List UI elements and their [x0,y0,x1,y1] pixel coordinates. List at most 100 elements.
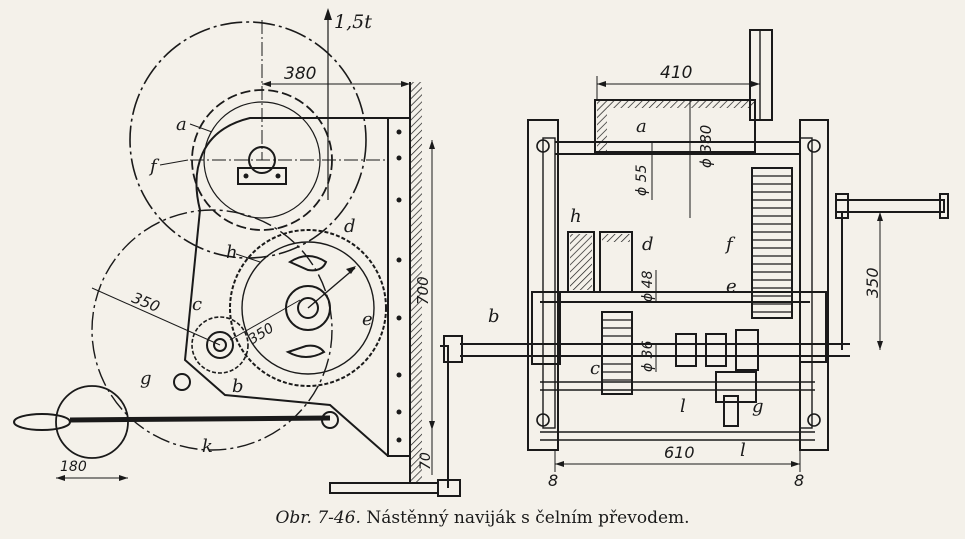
label-l-lower: l [740,440,746,461]
gear-f-body [751,167,793,319]
handle-grip [13,413,71,431]
leader-a [189,123,213,133]
lower-handle-bar [329,482,439,494]
dim-350-center [229,299,301,341]
drum-a-flange-top [597,100,755,108]
dim-phi380: ϕ 380 [697,125,715,168]
side-view: 1,5t 380 a f h d 350 c 350 e g b k 700 7… [13,8,461,497]
handle-k-bar [69,415,331,423]
pinion-c-outline [191,316,249,374]
label-c: c [192,294,202,315]
figure-number: Obr. 7-46. [275,508,361,528]
frame-bolts [536,139,821,427]
mounting-plate [387,117,411,457]
drum-a-flange-left [597,108,607,152]
dim-180-arrow-l [56,475,65,481]
plate-bolts [396,129,402,443]
label-h: h [226,242,238,263]
gear-d-outline [229,229,387,387]
dim-8-right: 8 [794,471,804,490]
frame-left-plate [527,119,559,451]
winch-drawing: 1,5t 380 a f h d 350 c 350 e g b k 700 7… [13,8,949,497]
lever-g-arm [723,395,739,427]
dim-700-arrow-b [429,421,435,430]
gear-f-outline [129,21,367,259]
bracket-hole-2 [275,173,281,179]
crank-sweep-circle [91,209,333,451]
frame-right-plate [799,119,829,451]
dim-8-left: 8 [548,471,558,490]
leader-h [235,253,261,263]
label-f: f [148,156,160,177]
dim-610: 610 [664,443,695,462]
pinion-c-bore [213,338,227,352]
side-frame [183,117,389,457]
crank-arm [440,345,449,488]
label-f-front: f [724,234,736,255]
figure-caption: Obr. 7-46. Nástěnný naviják s čelním pře… [0,508,965,528]
drum-bracket [237,167,287,185]
gear-d-inner [241,241,375,375]
ratchet-h-hatch [570,234,592,290]
gear-d-body [599,231,633,293]
dim-380: 380 [284,64,316,84]
pinion-c-hub [206,331,234,359]
dim-410-arrow-r [751,81,760,87]
dim-610-arrow-l [555,461,564,467]
inner-right-plate [799,137,813,429]
dim-380-arrow-r [401,81,410,87]
load-arrow [324,8,332,20]
label-e: e [362,309,373,330]
dim-350-b: 350 [246,320,277,348]
lever-g-pivot [173,373,191,391]
hub-2 [675,333,697,367]
dim-180: 180 [60,459,87,475]
dim-350-radial [91,287,221,346]
gear-d-bore [297,297,319,319]
label-k: k [202,436,213,457]
hub-1 [531,291,561,365]
dim-180-arrow-r [119,475,128,481]
caption-text: Nástěnný naviják s čelním převodem. [366,508,690,528]
label-b: b [232,376,244,397]
dim-arrow-d-head [346,266,356,274]
pinion-c-teeth [602,319,632,381]
label-c-front: c [590,358,600,379]
crank-hub-left [443,335,463,363]
label-e-front: e [726,276,737,297]
dim-610-arrow-r [791,461,800,467]
dim-phi55: ϕ 55 [634,164,650,196]
front-view: 410 a ϕ 380 ϕ 55 h d f ϕ 48 e b ϕ 36 c l… [443,29,949,490]
dim-70: 70 [418,452,434,470]
label-d-front: d [642,234,654,255]
pinion-c-body [601,311,633,395]
dim-phi48: ϕ 48 [640,270,656,302]
handle-end [321,411,339,429]
hub-4 [735,329,759,371]
dim-700-arrow-t [429,140,435,149]
label-g-front: g [752,396,764,417]
dim-350-arrow-b [877,341,883,350]
handle-knob-right [939,193,949,219]
label-a-front: a [636,116,647,137]
label-b-front: b [488,306,500,327]
lever-g-body [715,371,757,403]
gear-d-hatch [602,234,630,242]
dim-410: 410 [660,63,692,83]
dim-380-arrow-l [262,81,271,87]
ratchet-h [567,231,595,293]
inner-left-plate [542,137,556,429]
label-g: g [140,368,152,389]
gear-f-teeth [752,175,792,313]
label-l-upper: l [680,396,686,417]
dim-350-a: 350 [129,289,162,316]
hub-3 [705,333,727,367]
dim-700: 700 [414,276,432,305]
handle-disc [55,385,129,459]
dim-410-arrow-l [597,81,606,87]
load-label: 1,5t [334,11,372,33]
top-bracket [749,29,773,121]
hub-5 [799,291,827,363]
label-h-front: h [570,206,582,227]
